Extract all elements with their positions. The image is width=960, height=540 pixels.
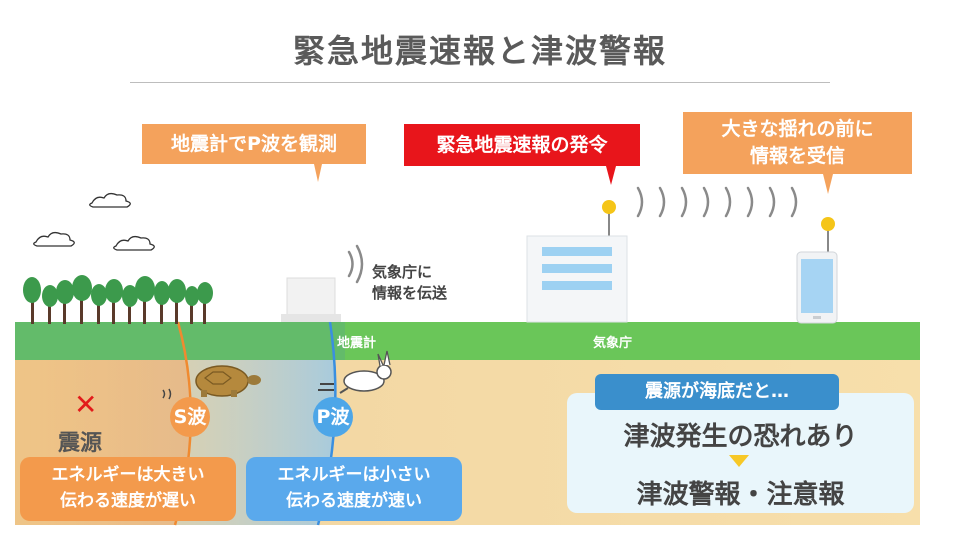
ground-label-seismometer: 地震計 bbox=[337, 336, 377, 351]
ground-label-agency: 気象庁 bbox=[593, 336, 633, 351]
s-wave-description: エネルギーは大きい 伝わる速度が遅い bbox=[20, 457, 236, 521]
page-title: 緊急地震速報と津波警報 bbox=[292, 32, 667, 70]
s-wave-desc-line2: 伝わる速度が遅い bbox=[60, 491, 196, 511]
clouds bbox=[33, 192, 155, 251]
p-wave-desc-line2: 伝わる速度が速い bbox=[286, 491, 422, 511]
p-wave-desc-line1: エネルギーは小さい bbox=[277, 465, 431, 485]
epicenter-label: 震源 bbox=[58, 431, 103, 456]
transfer-label-line2: 情報を伝送 bbox=[372, 284, 448, 302]
transfer-signal bbox=[347, 244, 364, 284]
seismometer-station bbox=[281, 277, 341, 322]
callout-issue-alert: 緊急地震速報の発令 bbox=[404, 124, 640, 166]
transfer-label-line1: 気象庁に bbox=[372, 263, 433, 281]
tsunami-arrow-icon bbox=[729, 455, 749, 467]
s-wave-desc-line1: エネルギーは大きい bbox=[51, 465, 205, 485]
turtle-s-wave bbox=[162, 365, 261, 400]
tsunami-heading: 震源が海底だと… bbox=[595, 374, 839, 410]
callout-receive-info: 大きな揺れの前に 情報を受信 bbox=[683, 112, 912, 174]
callout-receive-line2: 情報を受信 bbox=[749, 145, 845, 167]
p-wave-description: エネルギーは小さい 伝わる速度が速い bbox=[246, 457, 462, 521]
callout-seismometer: 地震計でP波を観測 bbox=[142, 124, 366, 164]
tsunami-warning-text: 津波警報・注意報 bbox=[636, 480, 845, 510]
s-wave-badge: S波 bbox=[170, 397, 210, 437]
title-divider bbox=[130, 82, 830, 83]
ground-surface bbox=[15, 322, 920, 360]
epicenter-mark: ✕ bbox=[74, 388, 98, 421]
callout-receive-line1: 大きな揺れの前に bbox=[721, 118, 874, 140]
forest bbox=[23, 275, 213, 324]
smartphone bbox=[796, 217, 838, 324]
rabbit-p-wave bbox=[318, 350, 392, 394]
agency-building bbox=[526, 200, 628, 323]
p-wave-badge: P波 bbox=[313, 397, 353, 437]
tsunami-risk-text: 津波発生の恐れあり bbox=[623, 422, 858, 452]
transfer-label: 気象庁に 情報を伝送 bbox=[372, 262, 447, 304]
broadcast-signal bbox=[636, 186, 798, 218]
tsunami-panel bbox=[567, 393, 914, 513]
